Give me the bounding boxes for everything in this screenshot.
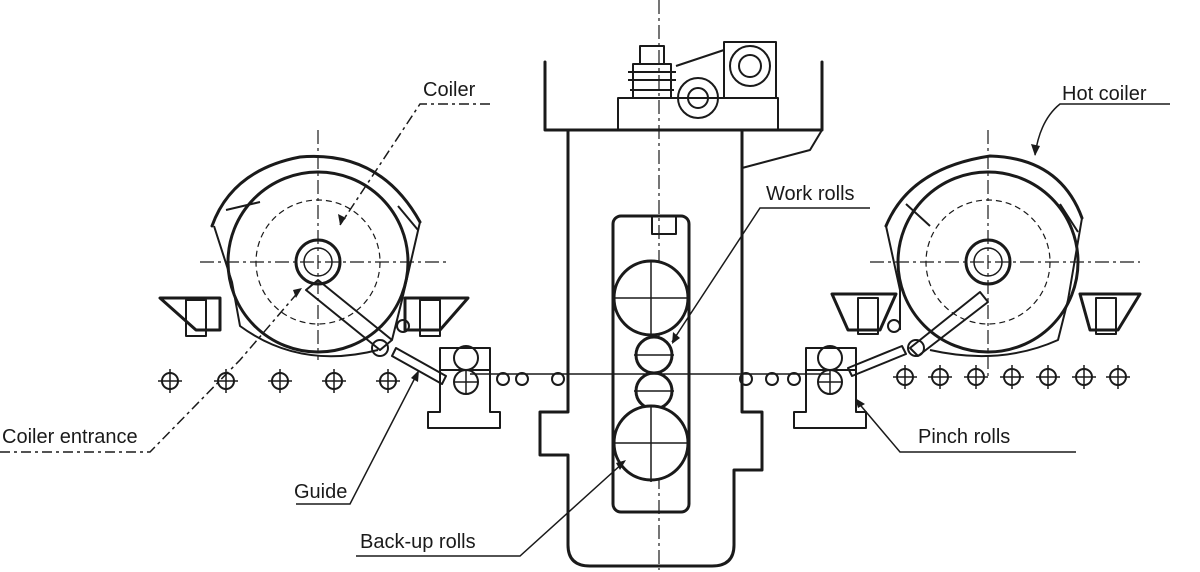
left-coiler — [158, 130, 470, 385]
label-work-rolls: Work rolls — [766, 183, 855, 205]
labels: Coiler Hot coiler Work rolls Coiler entr… — [2, 79, 1147, 553]
table-rollers-center — [496, 372, 801, 386]
label-coiler: Coiler — [423, 79, 476, 101]
label-coiler-entrance: Coiler entrance — [2, 426, 138, 448]
label-hot-coiler: Hot coiler — [1062, 83, 1147, 105]
rolls — [612, 259, 690, 482]
right-pinch-rolls — [793, 345, 867, 429]
label-backup-rolls: Back-up rolls — [360, 531, 476, 553]
leader-lines — [0, 103, 1170, 557]
label-pinch-rolls: Pinch rolls — [918, 426, 1010, 448]
table-rollers-left — [158, 369, 400, 393]
label-guide: Guide — [294, 481, 347, 503]
mill-stand — [538, 0, 824, 570]
right-coiler — [830, 130, 1142, 380]
table-rollers-right — [893, 365, 1130, 389]
left-pinch-rolls — [427, 345, 501, 429]
